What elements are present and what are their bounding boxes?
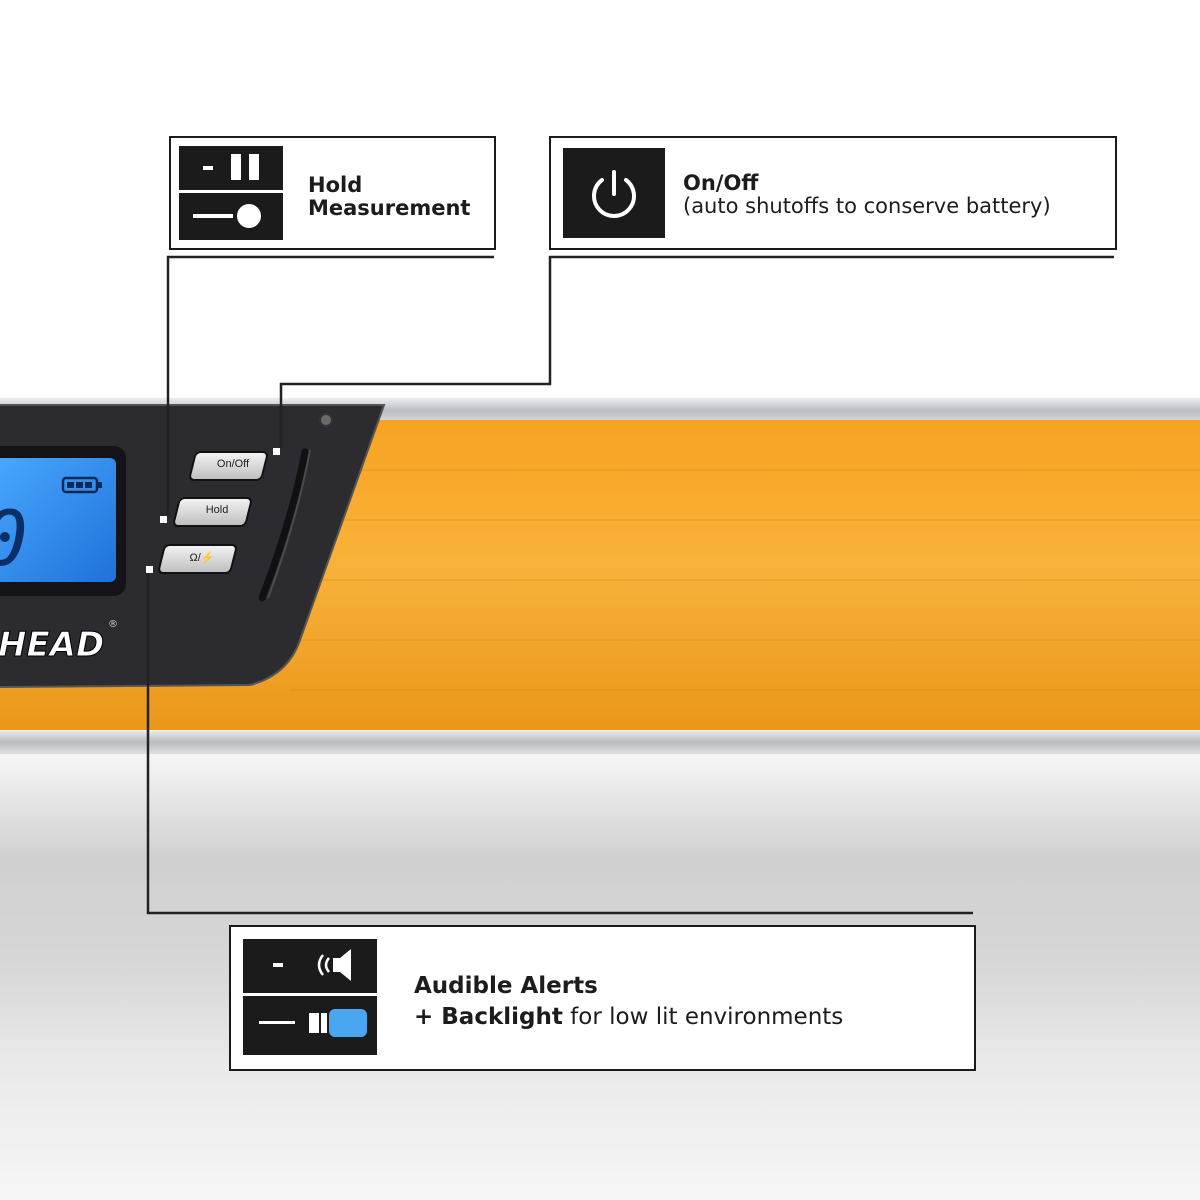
hold-button-label: Hold [205,504,229,516]
hold-icon [179,146,283,240]
panel-groove [258,448,309,602]
audible-callout: Audible Alerts + Backlight for low lit e… [229,925,976,1071]
onoff-callout-text: On/Off (auto shutoffs to conserve batter… [683,171,1051,218]
alert-button-label: Ω/⚡ [189,552,215,564]
svg-text:®: ® [108,619,118,630]
leader-dot-onoff [273,448,280,455]
audible-callout-text: Audible Alerts + Backlight for low lit e… [414,973,844,1030]
panel-edge [0,404,386,688]
leader-dot-alert [146,566,153,573]
hold-button[interactable] [173,497,252,527]
leader-lines [146,255,1114,915]
on-off-button[interactable] [189,451,268,481]
battery-icon [61,476,99,494]
bottom-rail [0,730,1200,754]
alert-backlight-button[interactable] [158,544,237,574]
lcd-digit: 0 [0,494,28,583]
sound-backlight-icon [243,939,377,1055]
hold-callout: Hold Measurement [169,136,496,250]
lcd-screen [0,458,116,582]
brand-logo: HEAD [0,625,104,665]
power-icon [563,148,665,238]
panel-screw [319,413,333,427]
onoff-callout: On/Off (auto shutoffs to conserve batter… [549,136,1117,250]
on-off-button-label: On/Off [216,458,250,470]
leader-dot-hold [160,516,167,523]
body-ribs [290,469,1200,691]
hold-callout-title: Hold Measurement [308,173,471,220]
